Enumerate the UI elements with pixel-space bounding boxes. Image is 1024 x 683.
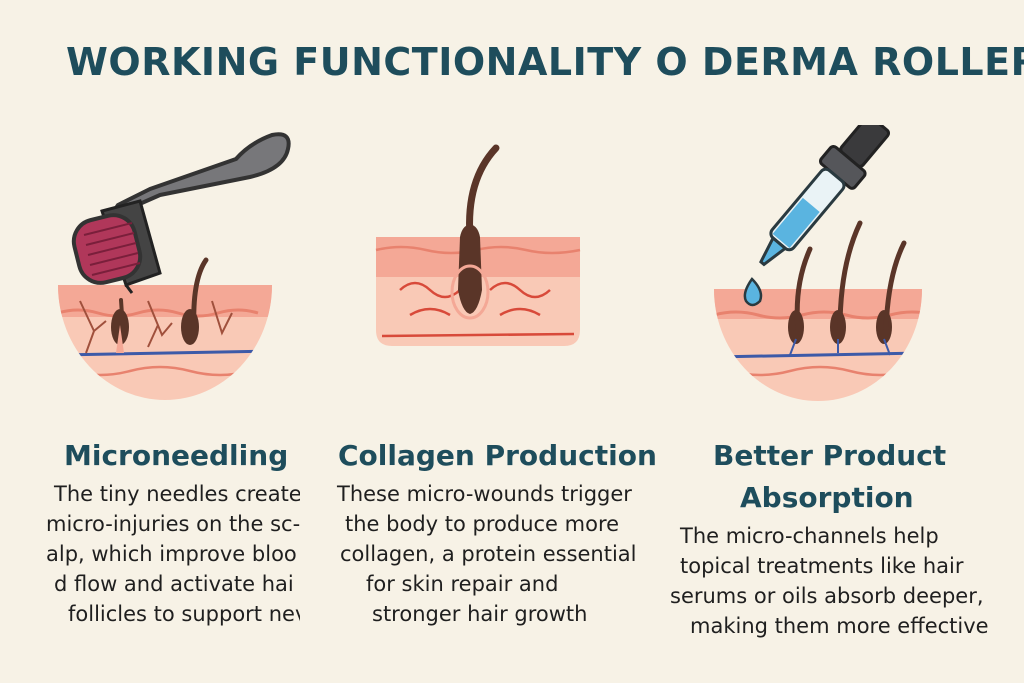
body-line: The micro-channels help (680, 524, 939, 548)
body-line: topical treatments like hair (680, 554, 964, 578)
better-product-absorption-heading-line1: Better Product (713, 439, 947, 472)
microneedling-heading: Microneedling (64, 439, 289, 472)
page-title: WORKING FUNCTIONALITY O DERMA ROLLER (66, 40, 1024, 84)
collagen-illustration (375, 144, 581, 346)
skin-cross-section-icon (58, 257, 272, 400)
derma-roller-illustration (58, 132, 291, 400)
body-line: follicles to support nev (68, 602, 300, 626)
skin-cross-section-icon (714, 220, 922, 401)
body-line: d flow and activate hai (54, 572, 294, 596)
dropper-icon (743, 125, 891, 307)
microneedling-description: The tiny needles create micro-injuries o… (40, 478, 300, 628)
derma-roller-icon (71, 132, 291, 294)
body-line: stronger hair growth (372, 602, 588, 626)
body-line: serums or oils absorb deeper, (670, 584, 984, 608)
body-line: for skin repair and (366, 572, 559, 596)
body-line: the body to produce more (345, 512, 620, 536)
collagen-production-heading: Collagen Production (338, 439, 657, 472)
body-line: The tiny needles create (54, 482, 300, 506)
body-line: collagen, a protein essential (340, 542, 637, 566)
absorption-illustration (714, 125, 922, 401)
skin-cross-section-icon (375, 144, 581, 346)
body-line: making them more effective (690, 614, 989, 638)
body-line: These micro-wounds trigger (337, 482, 632, 506)
body-line: micro-injuries on the sc- (46, 512, 300, 536)
better-product-absorption-heading-line2: Absorption (740, 481, 914, 514)
body-line: alp, which improve bloo (46, 542, 297, 566)
